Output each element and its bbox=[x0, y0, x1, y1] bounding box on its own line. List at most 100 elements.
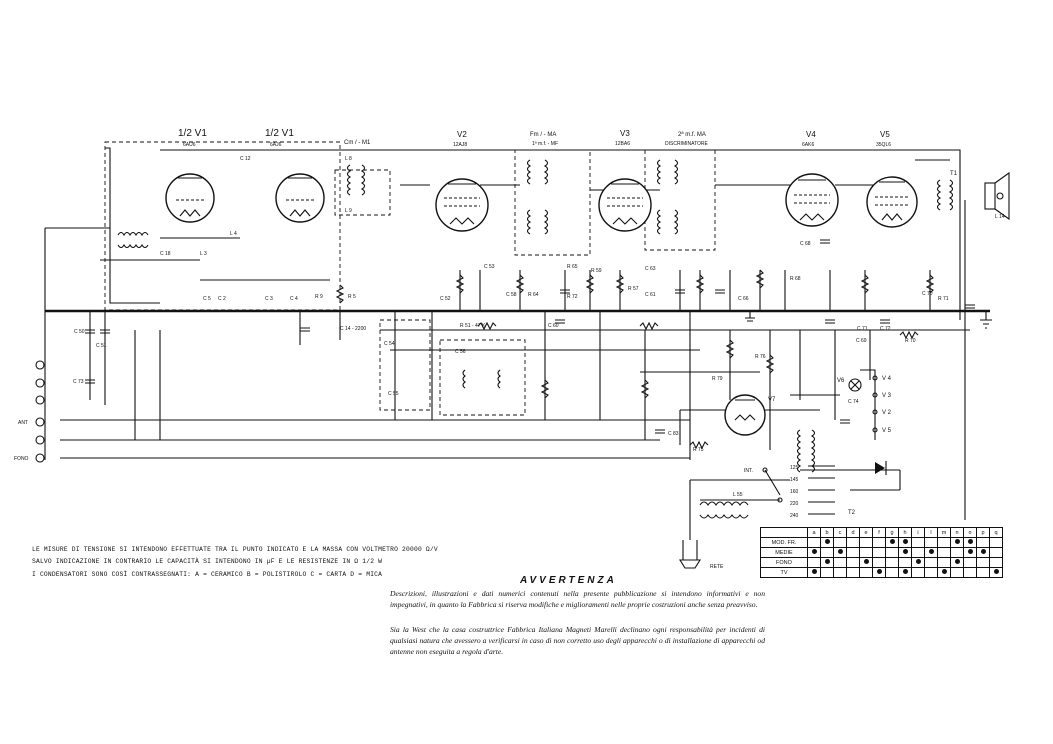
switch-table-column-header: b bbox=[820, 527, 834, 538]
component-label: C 5 bbox=[203, 296, 211, 302]
switch-table-row-label: TV bbox=[760, 567, 808, 578]
component-label: C 51 bbox=[96, 343, 107, 349]
component-label: L 9 bbox=[345, 208, 352, 214]
switch-table-cell bbox=[885, 567, 899, 578]
contact-dot-icon bbox=[941, 569, 947, 574]
switch-table-cell bbox=[950, 537, 964, 548]
v1a-type: 6AU6 bbox=[183, 142, 196, 148]
note-capacitors: I CONDENSATORI SONO COSÌ CONTRASSEGNATI:… bbox=[32, 571, 383, 578]
voltage-selector bbox=[808, 465, 835, 515]
switch-table-cell bbox=[872, 537, 886, 548]
rete-label: RETE bbox=[710, 564, 724, 570]
switch-table-cell bbox=[937, 557, 951, 568]
contact-dot-icon bbox=[811, 549, 817, 554]
mains-plug-icon bbox=[679, 540, 701, 569]
section-label: 1ª m.f. - MF bbox=[532, 141, 558, 147]
switch-table-cell bbox=[976, 537, 990, 548]
tap-label: 125 bbox=[790, 465, 799, 471]
switch-table-cell bbox=[937, 567, 951, 578]
switch-table-cell bbox=[820, 547, 834, 558]
switch-table-cell bbox=[859, 537, 873, 548]
switch-table-corner bbox=[760, 527, 808, 538]
switch-table-cell bbox=[820, 537, 834, 548]
switch-table-cell bbox=[937, 547, 951, 558]
switch-table-column-header: c bbox=[833, 527, 847, 538]
contact-dot-icon bbox=[915, 559, 921, 564]
component-label: R 64 bbox=[528, 292, 539, 298]
switch-position-label: V 4 bbox=[882, 376, 892, 382]
v1a-ref: 1/2 V1 bbox=[178, 128, 207, 139]
switch-position-label: V 5 bbox=[882, 428, 892, 434]
component-label: L 8 bbox=[345, 156, 352, 162]
switch-table-cell bbox=[846, 567, 860, 578]
switch-table-cell bbox=[898, 557, 912, 568]
contact-dot-icon bbox=[954, 559, 960, 564]
tube-v7 bbox=[724, 394, 766, 436]
contact-dot-icon bbox=[954, 539, 960, 544]
contact-dot-icon bbox=[902, 539, 908, 544]
switch-table-cell bbox=[807, 537, 821, 548]
switch-table-cell bbox=[833, 537, 847, 548]
section-label: T2 bbox=[848, 510, 856, 516]
rectifier-diode-icon bbox=[875, 461, 887, 475]
switch-table-cell bbox=[807, 547, 821, 558]
component-label: R 51 - 47 K bbox=[460, 323, 486, 329]
contact-dot-icon bbox=[967, 549, 973, 554]
warning-paragraph: Sia la West che la casa costruttrice Fab… bbox=[390, 625, 765, 656]
component-label: R 65 bbox=[567, 264, 578, 270]
component-label: L 55 bbox=[733, 492, 743, 498]
contact-dot-icon bbox=[967, 539, 973, 544]
switch-table-column-header: a bbox=[807, 527, 821, 538]
switch-table-cell bbox=[911, 557, 925, 568]
switch-table-cell bbox=[885, 547, 899, 558]
component-label: C 72 bbox=[880, 326, 891, 332]
switch-table-cell bbox=[846, 557, 860, 568]
component-label: C 2 bbox=[218, 296, 226, 302]
switch-table-cell bbox=[872, 567, 886, 578]
tube-v1a bbox=[165, 173, 215, 223]
switch-table-row: TV bbox=[760, 567, 1003, 578]
switch-table-cell bbox=[833, 547, 847, 558]
contact-dot-icon bbox=[824, 539, 830, 544]
v1b-type: 6AJ6 bbox=[270, 142, 282, 148]
switch-table-row: FONO bbox=[760, 557, 1003, 568]
v6-ref: V6 bbox=[837, 378, 845, 384]
v4-type: 6AK6 bbox=[802, 142, 814, 148]
section-label: T1 bbox=[950, 171, 958, 177]
switch-table-cell bbox=[950, 557, 964, 568]
int-label: INT. bbox=[744, 468, 753, 474]
component-label: C 60 bbox=[548, 323, 559, 329]
contact-dot-icon bbox=[876, 569, 882, 574]
component-label: C 58 bbox=[506, 292, 517, 298]
switch-table-cell bbox=[859, 567, 873, 578]
switch-table-column-header: f bbox=[872, 527, 886, 538]
contact-dot-icon bbox=[902, 549, 908, 554]
component-label: R 9 bbox=[315, 294, 323, 300]
component-label: C 50 bbox=[74, 329, 85, 335]
component-label: C 54 bbox=[384, 341, 395, 347]
switch-table-cell bbox=[989, 537, 1003, 548]
component-label: R 71 bbox=[938, 296, 949, 302]
component-label: C 12 bbox=[240, 156, 251, 162]
switch-table-cell bbox=[963, 537, 977, 548]
contact-dot-icon bbox=[993, 569, 999, 574]
switch-table-cell bbox=[885, 537, 899, 548]
component-label: C 66 bbox=[738, 296, 749, 302]
v7-ref: V7 bbox=[768, 397, 776, 403]
component-label: R 79 bbox=[712, 376, 723, 382]
loudspeaker bbox=[984, 171, 1010, 221]
switch-table-cell bbox=[898, 537, 912, 548]
v1b-ref: 1/2 V1 bbox=[265, 128, 294, 139]
v4-ref: V4 bbox=[806, 130, 816, 139]
input-jacks bbox=[35, 360, 45, 463]
switch-table-column-header: i bbox=[911, 527, 925, 538]
tube-v4 bbox=[785, 173, 839, 227]
tap-label: 160 bbox=[790, 489, 799, 495]
tube-v5 bbox=[866, 176, 918, 228]
switch-table-cell bbox=[885, 557, 899, 568]
v3-ref: V3 bbox=[620, 129, 630, 138]
switch-table-cell bbox=[846, 537, 860, 548]
component-label: C 70 bbox=[922, 291, 933, 297]
component-label: L 14 bbox=[995, 214, 1005, 220]
contact-dot-icon bbox=[837, 549, 843, 554]
